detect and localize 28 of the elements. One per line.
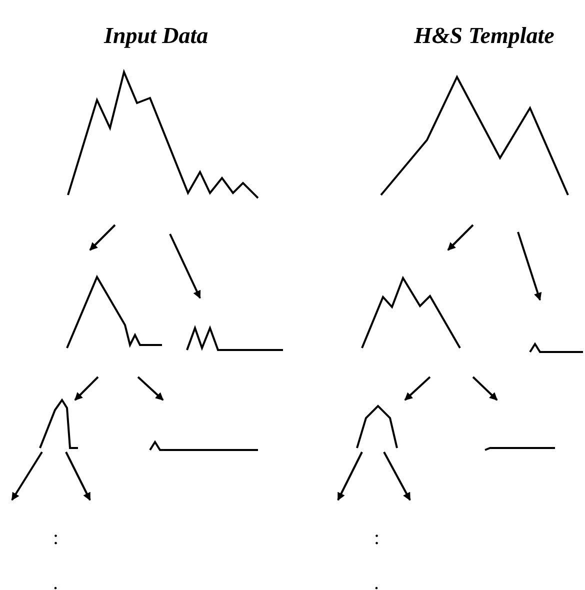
- column-heading: H&S Template: [414, 24, 554, 47]
- arrow: [383, 452, 411, 501]
- ellipsis-mark: :: [53, 528, 59, 548]
- arrow: [517, 232, 542, 301]
- arrow: [404, 376, 431, 401]
- arrow: [137, 376, 164, 401]
- waveform-drawing: [529, 343, 584, 353]
- arrow: [89, 224, 116, 251]
- waveform-drawing: [67, 71, 259, 199]
- arrow: [447, 224, 474, 251]
- ellipsis-mark: .: [53, 573, 58, 590]
- arrow: [169, 234, 201, 299]
- arrow: [74, 376, 99, 401]
- waveform-drawing: [66, 276, 163, 349]
- arrow: [11, 451, 43, 501]
- arrow: [337, 452, 363, 501]
- ellipsis-mark: :: [374, 528, 380, 548]
- waveform-drawing: [380, 76, 569, 196]
- ellipsis-mark: .: [374, 573, 379, 590]
- waveform-drawing: [356, 405, 398, 449]
- waveform-drawing: [39, 399, 79, 449]
- waveform-drawing: [484, 447, 556, 451]
- waveform-drawing: [361, 277, 461, 349]
- arrow: [472, 376, 498, 401]
- column-heading: Input Data: [104, 24, 208, 47]
- waveform-drawing: [149, 441, 259, 451]
- waveform-drawing: [186, 327, 284, 351]
- arrow: [65, 452, 91, 501]
